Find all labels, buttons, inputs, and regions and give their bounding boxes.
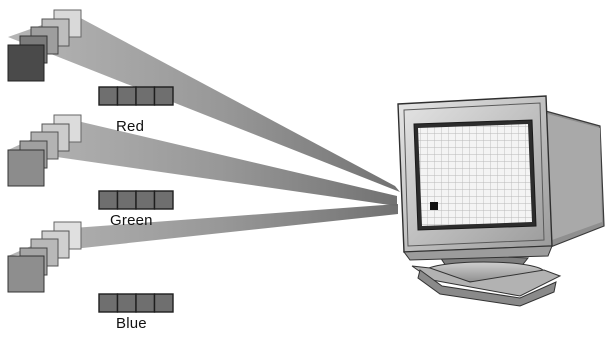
red-beam — [8, 14, 400, 192]
blue-channel — [7, 204, 398, 313]
highlighted-pixel — [430, 202, 438, 210]
red-label: Red — [116, 118, 145, 135]
green-plane-stack — [7, 114, 82, 187]
red-plane-stack — [7, 9, 82, 82]
red-bit-register — [98, 86, 174, 106]
crt-monitor — [397, 95, 605, 307]
blue-label: Blue — [116, 315, 147, 332]
green-label: Green — [110, 212, 153, 229]
monitor-stand — [411, 253, 562, 307]
blue-bit-register — [98, 293, 174, 313]
green-channel — [7, 114, 397, 210]
blue-beam — [8, 204, 398, 256]
blue-plane-stack — [7, 221, 82, 293]
green-beam — [8, 120, 397, 206]
red-channel — [7, 9, 400, 192]
screen-pixel-grid — [418, 124, 532, 226]
green-bit-register — [98, 190, 174, 210]
